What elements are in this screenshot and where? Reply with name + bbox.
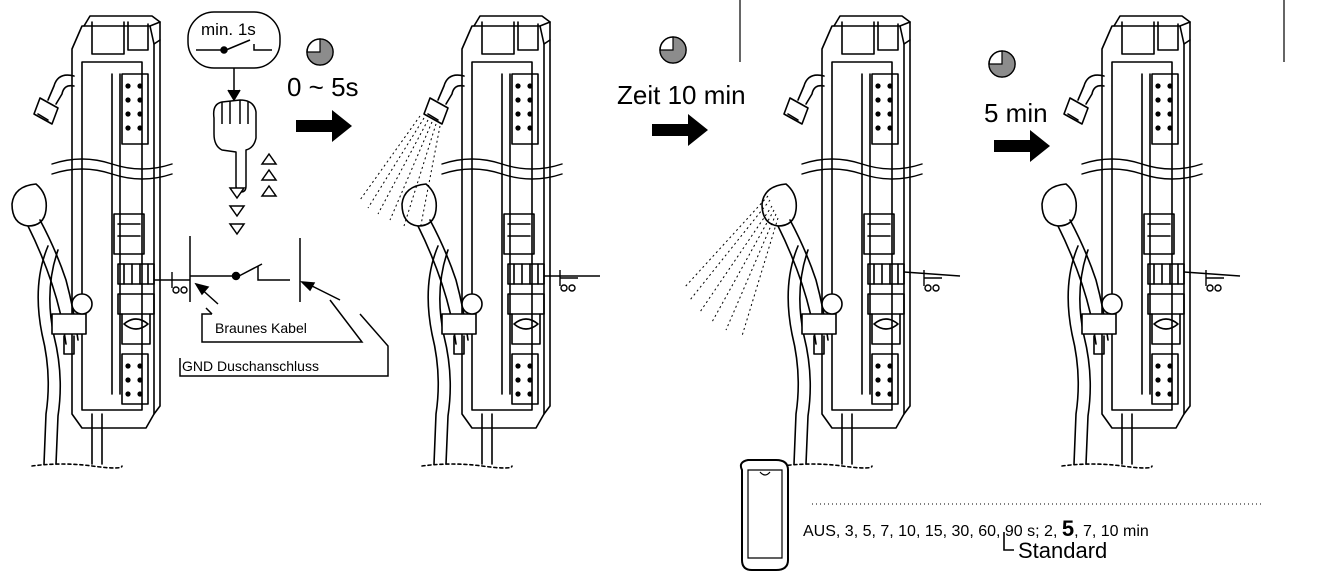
default-bracket — [1003, 532, 1014, 551]
shower-unit-1 — [11, 15, 173, 469]
min-duration-label: min. 1s — [201, 20, 256, 39]
default-label: Standard — [1018, 538, 1108, 563]
overhead-spray — [359, 115, 441, 231]
clock-icon-2 — [659, 36, 687, 64]
step-3-time-label: 5 min — [984, 98, 1048, 128]
smartphone-icon — [739, 459, 789, 571]
clock-icon-1 — [306, 38, 334, 66]
shower-unit-3 — [761, 15, 923, 469]
arrow-right-icon — [296, 110, 352, 142]
options-after: , 7, 10 min — [1074, 523, 1149, 540]
clock-icon-3 — [988, 50, 1016, 78]
shower-unit-4 — [1041, 15, 1203, 469]
step-arrows — [296, 110, 1050, 162]
switch-wiring — [179, 236, 389, 377]
arrow-right-icon — [652, 114, 708, 146]
cable-label: Braunes Kabel — [215, 320, 307, 336]
hand-spray — [683, 195, 779, 337]
shower-unit-2 — [401, 15, 563, 469]
arrow-right-icon — [994, 130, 1050, 162]
hand-press-icon — [212, 99, 257, 193]
separators — [739, 0, 1285, 62]
timer-options: AUS, 3, 5, 7, 10, 15, 30, 60, 90 s; 2, 5… — [803, 516, 1149, 542]
gnd-label: GND Duschanschluss — [182, 358, 319, 374]
step-2-time-label: Zeit 10 min — [617, 80, 746, 110]
options-before: AUS, 3, 5, 7, 10, 15, 30, 60, 90 s; 2, — [803, 523, 1062, 540]
default-option: 5 — [1061, 516, 1075, 541]
pulse-triangles — [228, 152, 278, 236]
step-1-time-label: 0 ~ 5s — [287, 72, 359, 102]
